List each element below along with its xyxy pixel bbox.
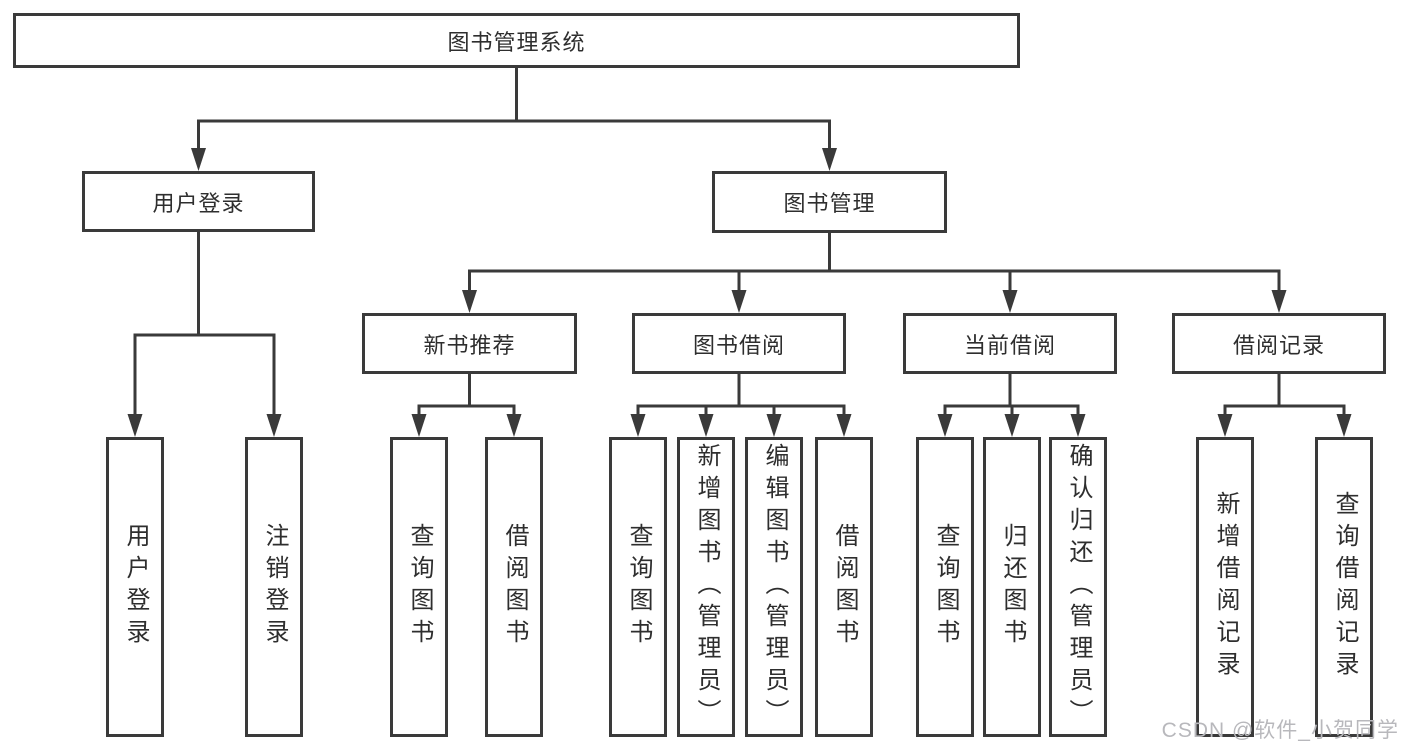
node-leaf-query-borrow-record: 查询借阅记录: [1315, 437, 1373, 737]
node-label: 图书管理系统: [447, 29, 586, 55]
node-leaf-borrow-books: 借阅图书: [815, 437, 873, 737]
node-label: 确认归还（管理员）: [1065, 443, 1092, 731]
node-leaf-logout: 注销登录: [245, 437, 303, 737]
node-leaf-return-books: 归还图书: [983, 437, 1041, 737]
csdn-watermark: CSDN @软件_小贺同学: [1161, 719, 1399, 742]
node-leaf-user-login: 用户登录: [106, 437, 164, 737]
node-label: 查询图书: [406, 523, 433, 651]
node-leaf-query-books-recommend: 查询图书: [390, 437, 448, 737]
node-book-borrowing: 图书借阅: [632, 313, 846, 374]
node-leaf-add-books-admin: 新增图书（管理员）: [677, 437, 735, 737]
node-leaf-confirm-return-admin: 确认归还（管理员）: [1049, 437, 1107, 737]
node-leaf-borrow-books-recommend: 借阅图书: [485, 437, 543, 737]
node-library-management-system: 图书管理系统: [13, 13, 1020, 68]
node-leaf-query-books-borrow: 查询图书: [609, 437, 667, 737]
node-label: 借阅记录: [1232, 332, 1325, 358]
node-label: 归还图书: [999, 523, 1026, 651]
node-borrowing-records: 借阅记录: [1172, 313, 1386, 374]
node-label: 查询借阅记录: [1331, 491, 1358, 683]
node-label: 编辑图书（管理员）: [761, 443, 788, 731]
node-leaf-query-books-current: 查询图书: [916, 437, 974, 737]
node-new-book-recommendation: 新书推荐: [362, 313, 577, 374]
node-book-management: 图书管理: [712, 171, 947, 233]
node-leaf-edit-books-admin: 编辑图书（管理员）: [745, 437, 803, 737]
node-label: 注销登录: [261, 523, 288, 651]
node-label: 借阅图书: [501, 523, 528, 651]
node-label: 用户登录: [122, 523, 149, 651]
node-current-borrowing: 当前借阅: [903, 313, 1117, 374]
node-label: 查询图书: [932, 523, 959, 651]
node-label: 图书管理: [783, 191, 876, 216]
node-label: 新增图书（管理员）: [693, 443, 720, 731]
node-label: 新增借阅记录: [1212, 491, 1239, 683]
node-label: 借阅图书: [831, 523, 858, 651]
node-leaf-add-borrow-record: 新增借阅记录: [1196, 437, 1254, 737]
node-label: 新书推荐: [423, 332, 516, 358]
node-label: 用户登录: [152, 190, 245, 216]
node-label: 当前借阅: [963, 332, 1056, 358]
node-label: 图书借阅: [692, 332, 785, 358]
node-user-login: 用户登录: [82, 171, 315, 232]
node-label: 查询图书: [625, 523, 652, 651]
